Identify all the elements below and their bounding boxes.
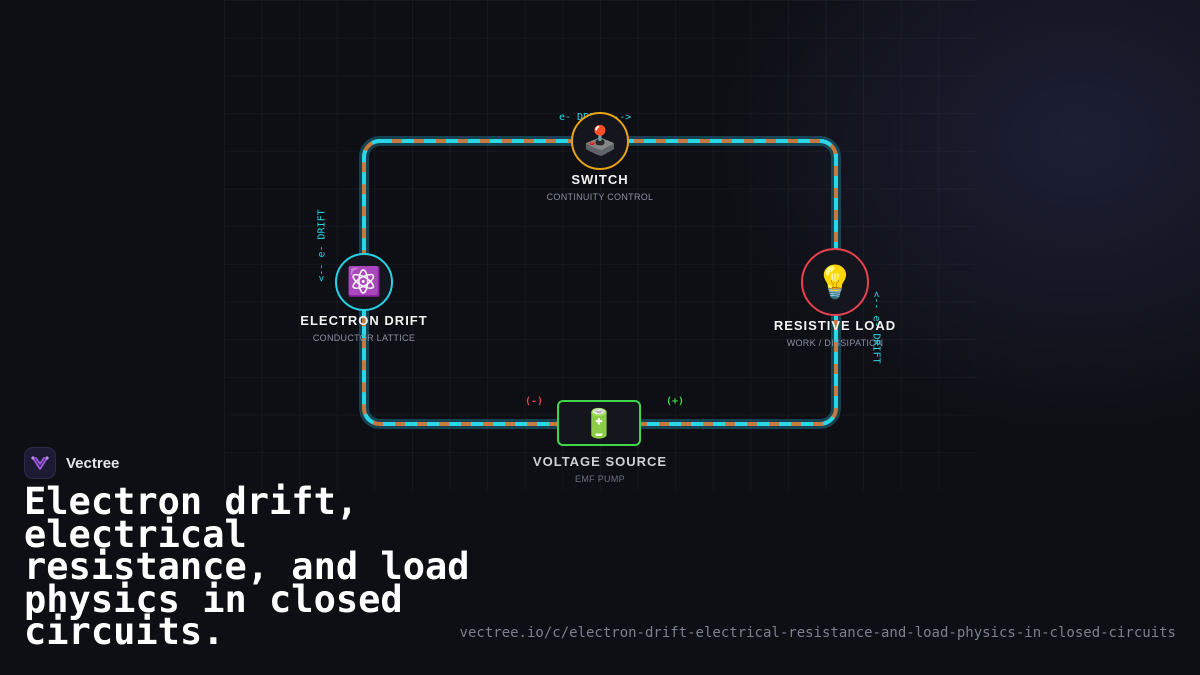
electron-drift-node[interactable]: ⚛️ [335, 253, 393, 311]
resistive-load-label: RESISTIVE LOAD WORK / DISSIPATION [774, 318, 896, 348]
switch-label: SWITCH CONTINUITY CONTROL [547, 172, 654, 202]
atom-icon: ⚛️ [346, 266, 382, 297]
positive-terminal-label: (+) [666, 396, 685, 407]
battery-icon: 🔋 [581, 407, 617, 439]
switch-node[interactable]: 🕹️ [571, 112, 629, 170]
electron-drift-label: ELECTRON DRIFT CONDUCTOR LATTICE [300, 313, 427, 343]
switch-title: SWITCH [571, 172, 629, 187]
resistive-load-subtitle: WORK / DISSIPATION [786, 338, 884, 348]
vectree-logo-icon [24, 447, 56, 479]
resistive-load-title: RESISTIVE LOAD [773, 318, 897, 333]
flow-label-left: <-- e- DRIFT [316, 209, 328, 282]
voltage-source-title: VOLTAGE SOURCE [532, 454, 668, 469]
electron-drift-subtitle: CONDUCTOR LATTICE [312, 333, 416, 343]
flow-label-right: <-- e- DRIFT [870, 291, 882, 364]
voltage-source-subtitle: EMF PUMP [575, 474, 625, 484]
voltage-source-node[interactable]: 🔋 [557, 400, 641, 446]
page-headline: Electron drift, electrical resistance, a… [24, 480, 470, 653]
page-url[interactable]: vectree.io/c/electron-drift-electrical-r… [459, 625, 1176, 641]
electron-drift-title: ELECTRON DRIFT [300, 313, 428, 328]
brand[interactable]: Vectree [24, 447, 119, 479]
switch-subtitle: CONTINUITY CONTROL [546, 192, 654, 202]
resistive-load-node[interactable]: 💡 [801, 248, 869, 316]
light-bulb-icon: 💡 [815, 264, 855, 300]
voltage-source-label: VOLTAGE SOURCE EMF PUMP [533, 454, 667, 484]
joystick-icon: 🕹️ [582, 125, 618, 156]
brand-name: Vectree [66, 454, 120, 472]
negative-terminal-label: (-) [525, 396, 544, 407]
